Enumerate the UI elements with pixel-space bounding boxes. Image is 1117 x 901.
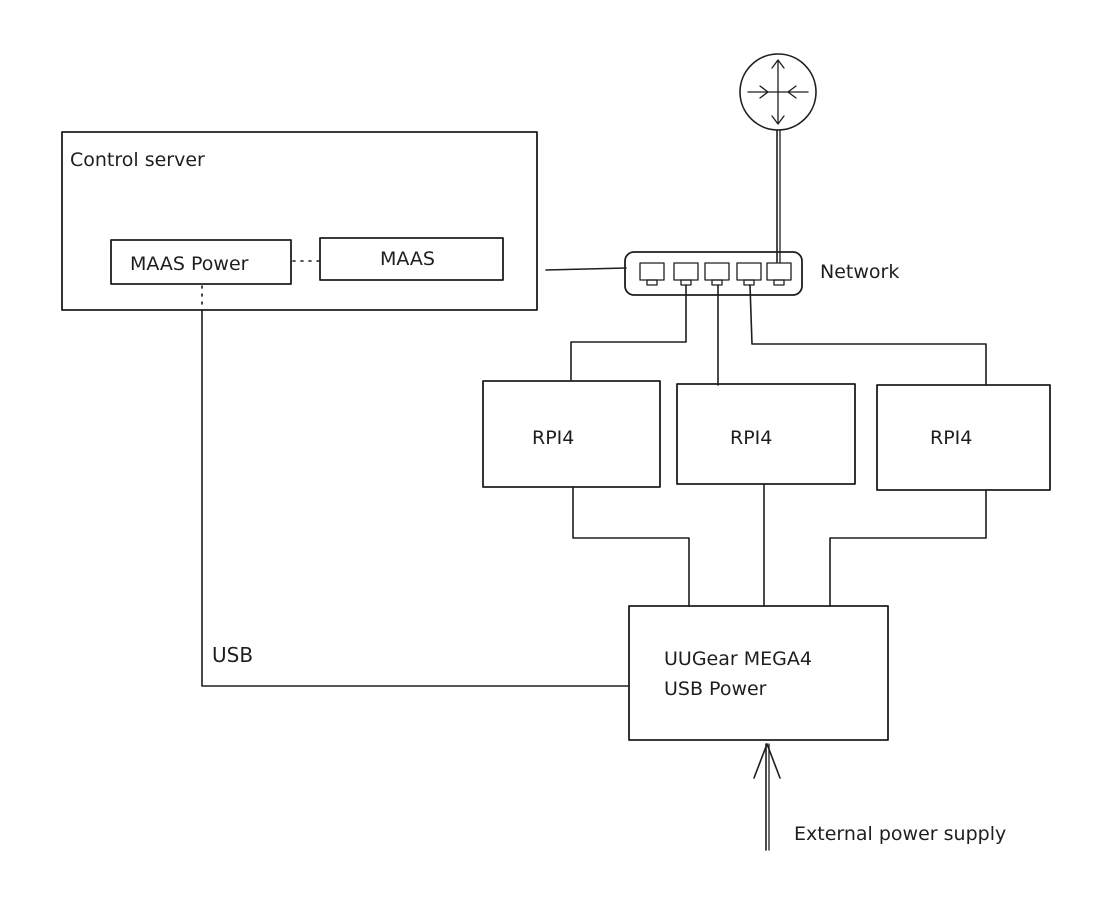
switch-port-2	[673, 262, 699, 286]
rpi-right-box	[876, 384, 1051, 491]
rpi-middle-label: RPI4	[730, 427, 772, 449]
usb-label: USB	[212, 643, 253, 667]
uugear-label-line2: USB Power	[664, 678, 767, 700]
maas-box	[319, 237, 504, 281]
switch-port-1	[639, 262, 665, 286]
switch-port-3	[704, 262, 730, 286]
external-power-arrow	[753, 743, 781, 851]
switch-to-rpi-right	[749, 284, 987, 386]
uugear-label-line1: UUGear MEGA4	[664, 648, 812, 670]
rpi-left-label: RPI4	[532, 427, 574, 449]
rpi-left-power-line	[572, 486, 690, 607]
rpi-middle-box	[676, 383, 856, 485]
rpi-right-power-line	[829, 489, 987, 607]
switch-port-4	[736, 262, 762, 286]
router-icon	[739, 53, 817, 131]
external-power-label: External power supply	[794, 823, 1006, 845]
network-switch	[624, 251, 803, 296]
usb-cable	[201, 311, 630, 687]
control-server-label: Control server	[70, 149, 205, 171]
network-label: Network	[820, 261, 899, 283]
switch-to-rpi-left	[570, 284, 687, 381]
switch-port-5	[766, 262, 792, 286]
maas-power-label: MAAS Power	[130, 253, 249, 275]
rpi-left-box	[482, 380, 661, 488]
control-server-box	[61, 131, 538, 311]
maas-label: MAAS	[380, 248, 435, 270]
server-to-switch-line	[545, 267, 627, 271]
maas-power-box	[110, 239, 292, 285]
uugear-box	[628, 605, 889, 741]
rpi-right-label: RPI4	[930, 427, 972, 449]
